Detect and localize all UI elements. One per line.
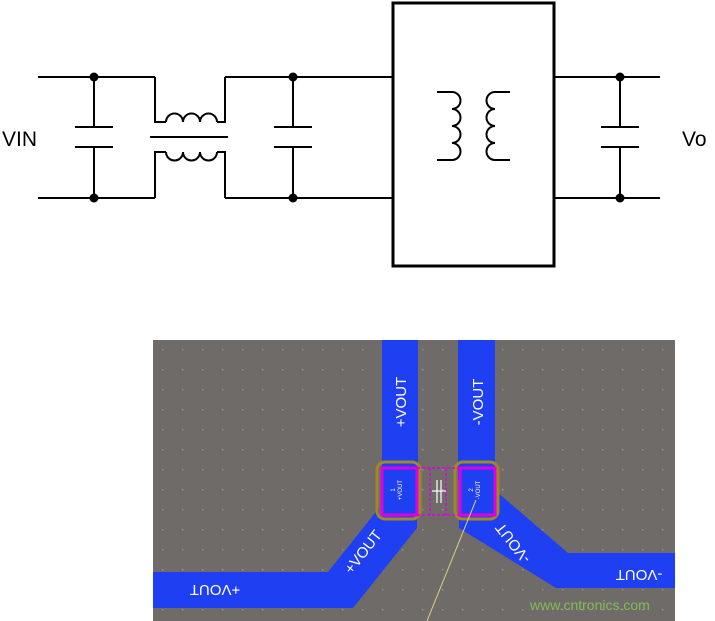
pad2-net: -VOUT [476, 480, 482, 499]
pad-2 [458, 466, 497, 517]
trace-label-bottom-left: +VOUT [190, 581, 240, 598]
trace-label-bottom-right: -VOUT [616, 566, 663, 583]
component-body-outline [416, 467, 461, 516]
junction-dot [288, 72, 298, 82]
converter-box [391, 1, 556, 268]
choke-bottom-winding [165, 151, 218, 162]
emi-filter-schematic [38, 1, 660, 268]
junction-dot [288, 193, 298, 203]
choke-top-winding [165, 112, 218, 123]
transformer-secondary [485, 91, 510, 161]
trace-minus-vout-vertical [458, 340, 495, 480]
trace-minus-vout-diagonal [459, 492, 675, 588]
choke-top-leg [154, 77, 166, 123]
pad1-number: 1 [391, 488, 397, 492]
ratsnest-line [426, 499, 477, 621]
pad-ring [453, 460, 500, 521]
junction-dot [89, 193, 99, 203]
pcb-layout: 1 +VOUT 2 -VOUT +VOUT -VOUT +VOUT -VOUT … [153, 340, 675, 621]
choke-bottom-leg [154, 151, 166, 198]
trace-label-top-left: +VOUT [393, 377, 410, 427]
trace-label-top-right: -VOUT [470, 379, 487, 426]
vo-label: Vo [682, 128, 707, 151]
pad1-net: +VOUT [398, 480, 404, 501]
trace-plus-vout-vertical [382, 340, 418, 480]
pad2-number: 2 [469, 488, 475, 492]
pad-ring [375, 460, 422, 521]
trace-plus-vout-diagonal [153, 508, 417, 608]
watermark: www.cntronics.com [530, 597, 650, 613]
junction-dot [615, 193, 625, 203]
junction-dot [89, 72, 99, 82]
vin-label: VIN [2, 128, 38, 151]
transformer-primary [437, 91, 462, 161]
junction-dot [615, 72, 625, 82]
